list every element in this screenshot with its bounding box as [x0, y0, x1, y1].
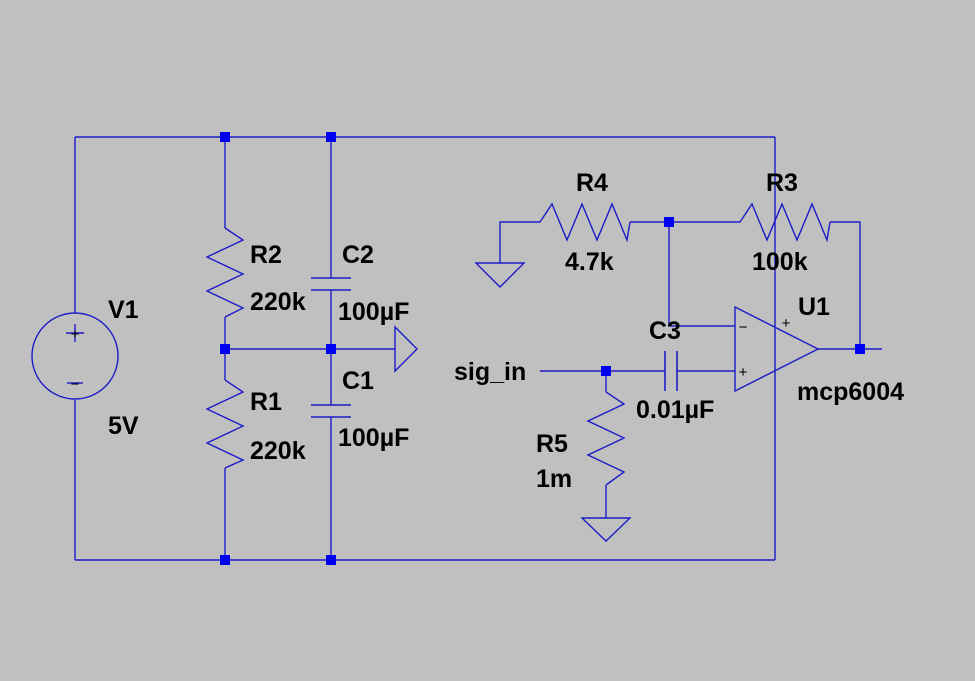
- r3-ref-label: R3: [766, 169, 798, 197]
- v1-plus-symbol: +: [71, 326, 80, 343]
- v1-ref-label: V1: [108, 296, 139, 324]
- junction-dot: [855, 344, 865, 354]
- junction-dot: [601, 366, 611, 376]
- u1-ref-label: U1: [798, 293, 830, 321]
- c1-capacitor-symbol: [311, 404, 351, 418]
- c2-capacitor-symbol: [311, 277, 351, 291]
- r4-ground-icon: [474, 262, 526, 288]
- r1-value-label: 220k: [250, 437, 306, 465]
- r5-ref-label: R5: [536, 430, 568, 458]
- c2-ref-label: C2: [342, 241, 374, 269]
- junction-dot: [220, 555, 230, 565]
- r5-resistor-symbol: [586, 391, 626, 486]
- v1-voltage-source: [31, 312, 119, 400]
- r3-value-label: 100k: [752, 248, 808, 276]
- wire-r3-right: [830, 221, 861, 349]
- v1-value-label: 5V: [108, 412, 139, 440]
- junction-dot: [326, 344, 336, 354]
- c2-value-label: 100µF: [338, 298, 409, 326]
- component-labels: V1 5V R2 220k R1 220k C2 100µF C1 100µF …: [108, 169, 904, 493]
- c1-ref-label: C1: [342, 367, 374, 395]
- r1-resistor-symbol: [205, 379, 245, 469]
- r4-resistor-symbol: [539, 202, 631, 243]
- junction-dot: [664, 217, 674, 227]
- c3-capacitor-symbol: [664, 351, 678, 391]
- midpoint-port-icon: [394, 325, 418, 373]
- u1-opamp-symbol: [734, 305, 820, 393]
- wires: [74, 136, 882, 561]
- junctions: [220, 132, 865, 565]
- opamp-plus-pin-label: +: [739, 364, 748, 381]
- wire-r4-to-ground: [499, 221, 540, 263]
- wire-feedback-to-minus: [668, 222, 735, 327]
- r3-resistor-symbol: [739, 202, 831, 243]
- opamp-supply-pin-label: +: [782, 315, 791, 332]
- junction-dot: [326, 132, 336, 142]
- r4-value-label: 4.7k: [565, 248, 614, 276]
- r1-ref-label: R1: [250, 388, 282, 416]
- r2-resistor-symbol: [205, 227, 245, 318]
- r5-value-label: 1m: [536, 465, 572, 493]
- r4-ref-label: R4: [576, 169, 608, 197]
- junction-dot: [220, 344, 230, 354]
- c3-value-label: 0.01µF: [636, 396, 714, 424]
- sig-in-net-label: sig_in: [454, 358, 526, 386]
- c3-ref-label: C3: [649, 317, 681, 345]
- c1-value-label: 100µF: [338, 424, 409, 452]
- v1-minus-symbol: −: [71, 376, 80, 393]
- r2-value-label: 220k: [250, 288, 306, 316]
- grounds: [394, 262, 632, 542]
- junction-dot: [326, 555, 336, 565]
- opamp-minus-pin-label: −: [739, 319, 748, 336]
- resistors: [205, 202, 831, 486]
- source-symbols: + − − + +: [71, 315, 791, 393]
- r5-ground-icon: [580, 517, 632, 542]
- u1-value-label: mcp6004: [797, 378, 904, 406]
- junction-dot: [220, 132, 230, 142]
- r2-ref-label: R2: [250, 241, 282, 269]
- capacitors: [311, 277, 678, 418]
